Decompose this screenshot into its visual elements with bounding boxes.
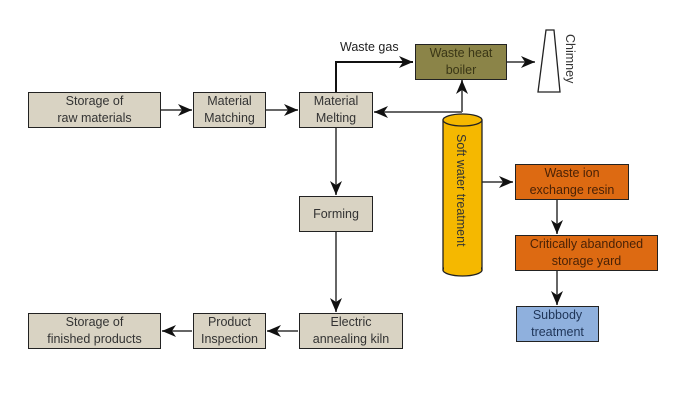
node-electric-annealing-kiln: Electric annealing kiln <box>299 313 403 349</box>
node-material-matching: Material Matching <box>193 92 266 128</box>
node-waste-ion-exchange-resin: Waste ion exchange resin <box>515 164 629 200</box>
node-material-melting: Material Melting <box>299 92 373 128</box>
node-forming: Forming <box>299 196 373 232</box>
arrow-waste-gas <box>335 56 413 92</box>
soft-water-cylinder <box>442 113 483 277</box>
node-storage-raw-materials: Storage of raw materials <box>28 92 161 128</box>
label-waste-gas: Waste gas <box>340 40 399 54</box>
node-subbody-treatment: Subbody treatment <box>516 306 599 342</box>
label-chimney: Chimney <box>563 34 577 84</box>
node-storage-finished-products: Storage of finished products <box>28 313 161 349</box>
label-soft-water-treatment: Soft water treatment <box>454 134 468 247</box>
node-waste-heat-boiler: Waste heat boiler <box>415 44 507 80</box>
node-critically-abandoned-storage-yard: Critically abandoned storage yard <box>515 235 658 271</box>
node-product-inspection: Product Inspection <box>193 313 266 349</box>
chimney-shape <box>537 29 561 93</box>
